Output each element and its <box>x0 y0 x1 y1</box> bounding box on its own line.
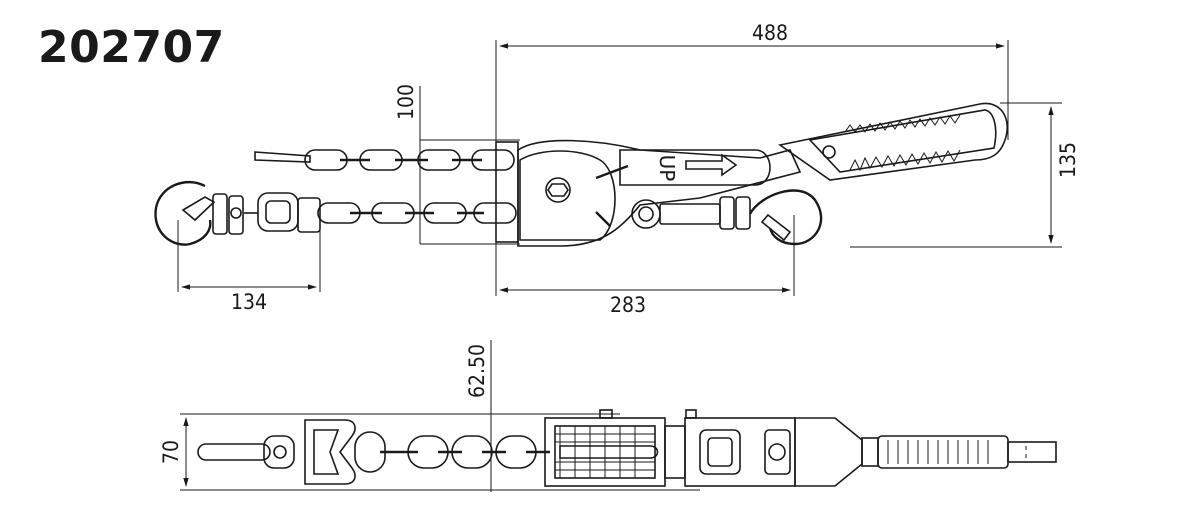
ratchet-handle <box>778 102 1009 181</box>
dimension-overall-length: 488 <box>495 21 1009 296</box>
dim-135-text: 135 <box>1056 142 1080 178</box>
dimension-hook-span: 134 <box>177 220 321 314</box>
dimension-body-height: 135 <box>850 102 1080 248</box>
dim-488-text: 488 <box>752 21 788 45</box>
dim-62-50-text: 62.50 <box>465 344 489 398</box>
side-handle <box>861 435 1057 469</box>
front-view: 488 100 135 134 283 <box>154 21 1080 317</box>
dim-283-text: 283 <box>610 293 646 317</box>
dimension-side-width: 70 <box>159 413 700 491</box>
dim-100-text: 100 <box>394 84 418 120</box>
right-hook <box>748 189 823 246</box>
side-body <box>544 409 863 487</box>
left-hook <box>154 181 321 246</box>
dimension-body-length: 283 <box>499 215 795 317</box>
lower-chain <box>317 202 517 224</box>
model-number-title: 202707 <box>38 22 225 73</box>
side-hook <box>197 419 356 485</box>
side-view: 62.50 70 <box>159 340 1057 492</box>
ratchet-body: UP <box>495 139 802 247</box>
upper-chain <box>254 149 515 171</box>
dim-134-text: 134 <box>231 290 267 314</box>
dim-70-text: 70 <box>159 440 183 464</box>
up-marking-text: UP <box>655 155 679 182</box>
dimension-height-offset: 100 <box>394 84 421 244</box>
dimension-top-offset: 62.50 <box>465 340 492 492</box>
side-chain <box>354 431 550 473</box>
